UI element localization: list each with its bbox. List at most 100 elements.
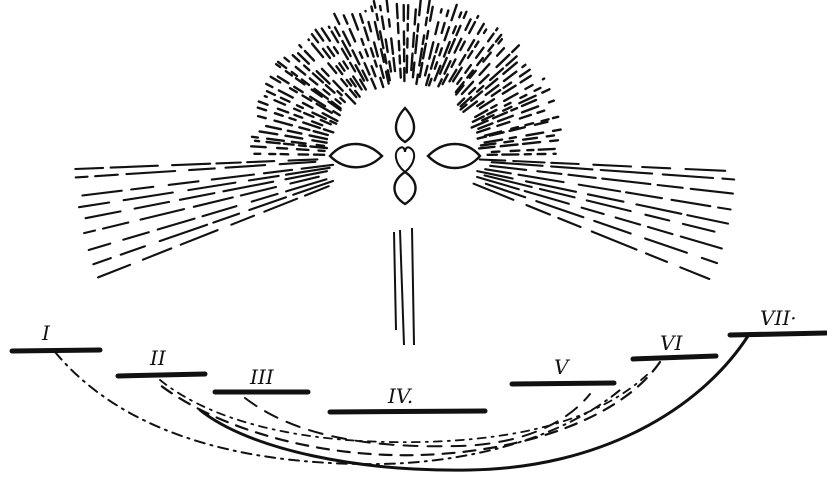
ray-segment <box>231 216 254 225</box>
ray-segment <box>371 79 375 89</box>
ray-segment <box>525 85 532 89</box>
ray-segment <box>391 38 393 53</box>
ray-segment <box>294 109 300 112</box>
ray-segment <box>169 181 199 185</box>
ray-segment <box>558 218 580 227</box>
ray-segment <box>265 96 267 97</box>
ray-segment <box>360 14 363 23</box>
ray-segment <box>642 167 670 168</box>
ray-segment <box>593 165 631 167</box>
ray-segment <box>452 60 456 67</box>
ray-segment <box>687 215 728 224</box>
ray-segment <box>456 26 460 35</box>
ray-segment <box>399 41 400 50</box>
ray-segment <box>551 163 579 164</box>
ray-segment <box>475 110 487 117</box>
ray-segment <box>285 58 290 62</box>
level-label-2: II <box>149 346 167 370</box>
ray-segment <box>389 19 390 26</box>
ray-segment <box>525 123 533 125</box>
ray-segment <box>76 177 88 178</box>
ray-segment <box>526 181 576 192</box>
ray-segment <box>478 137 486 139</box>
ray-segment <box>445 27 450 40</box>
arc-dashdot-outer <box>55 352 620 464</box>
ray-segment <box>471 92 482 101</box>
ray-segment <box>479 147 494 149</box>
ray-segment <box>491 105 496 108</box>
ray-segment <box>305 51 314 61</box>
ray-segment <box>296 67 306 75</box>
ray-segment <box>385 55 387 64</box>
ray-segment <box>93 258 111 264</box>
ray-segment <box>131 187 153 190</box>
ray-segment <box>86 211 121 218</box>
ray-segment <box>258 116 266 118</box>
ray-segment <box>492 90 500 96</box>
ray-segment <box>226 165 266 168</box>
level-bar-5 <box>512 383 614 384</box>
ray-segment <box>312 44 323 57</box>
ray-segment <box>372 66 376 76</box>
ray-segment <box>380 31 383 48</box>
ray-segment <box>646 253 667 262</box>
ray-segment <box>249 176 279 181</box>
ray-segment <box>658 185 683 188</box>
ray-segment <box>387 0 388 11</box>
ray-segment <box>423 35 424 44</box>
ray-segment <box>460 55 466 65</box>
ray-segment <box>616 218 641 225</box>
ray-segment <box>141 209 185 220</box>
ray-segment <box>252 137 258 138</box>
ray-segment <box>520 70 530 77</box>
level-bars <box>12 333 826 412</box>
ray-segment <box>188 183 235 191</box>
ray-segment <box>483 53 491 62</box>
ray-segment <box>718 208 731 210</box>
ray-segment <box>350 29 355 41</box>
ray-segment <box>251 146 266 147</box>
ray-segment <box>267 91 275 95</box>
ray-segment <box>288 131 302 134</box>
level-label-5: V <box>554 355 571 379</box>
ray-segment <box>522 106 538 112</box>
ray-segment <box>501 145 518 147</box>
ray-segment <box>431 56 435 68</box>
ray-segment <box>503 107 511 111</box>
ray-segment <box>537 171 561 174</box>
ray-segment <box>480 64 490 75</box>
heart-flower-icon <box>330 108 480 204</box>
ray-segment <box>549 101 554 103</box>
ray-segment <box>353 50 360 64</box>
ray-segment <box>413 33 414 47</box>
ray-segment <box>172 164 210 166</box>
ray-segment <box>275 121 292 126</box>
ray-segment <box>415 9 416 24</box>
ray-segment <box>496 28 497 30</box>
ray-segment <box>536 201 583 217</box>
ray-segment <box>264 199 297 212</box>
ray-segment <box>505 103 511 106</box>
central-ray <box>394 232 396 330</box>
ray-segment <box>365 63 370 74</box>
ray-segment <box>299 127 309 130</box>
ray-segment <box>443 74 448 84</box>
ray-segment <box>281 98 290 102</box>
ray-segment <box>103 223 128 229</box>
ray-segment <box>292 142 306 144</box>
level-bar-7 <box>730 333 826 335</box>
ray-segment <box>416 75 418 84</box>
ray-segment <box>582 208 604 214</box>
ray-segment <box>380 78 383 87</box>
ray-segment <box>343 62 348 69</box>
ray-segment <box>203 206 237 216</box>
ray-segment <box>477 16 478 18</box>
arc-dashed-inner <box>245 394 590 446</box>
ray-segment <box>601 170 652 174</box>
ray-segment <box>216 163 240 164</box>
ray-segment <box>333 81 342 91</box>
ray-segment <box>680 267 709 279</box>
ray-segment <box>75 168 103 169</box>
ray-segment <box>364 28 368 41</box>
